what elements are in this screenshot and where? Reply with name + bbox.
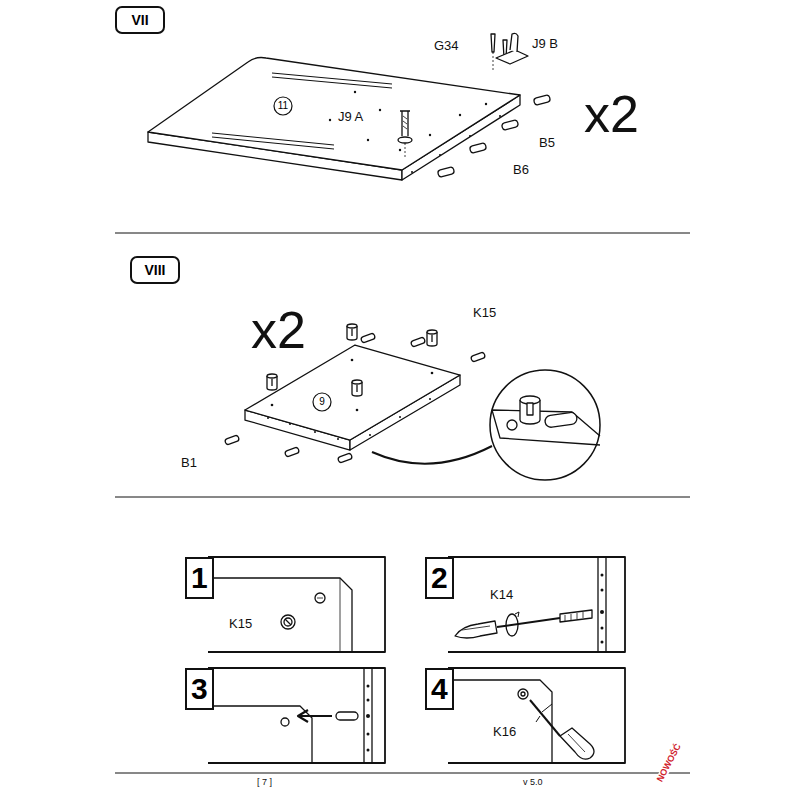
part-code: B5: [538, 136, 556, 149]
j9b-bracket: [496, 33, 528, 64]
step-number: VIII: [144, 263, 165, 277]
step2-illustration: [455, 557, 606, 652]
step4-illustration: [448, 680, 594, 763]
part-code: J9 A: [337, 110, 364, 123]
step-number-box: 2: [425, 557, 454, 599]
part-code: B6: [512, 163, 530, 176]
separator-line: [115, 233, 690, 234]
part-number-circle: 9: [312, 392, 332, 412]
part-code: J9 B: [531, 37, 559, 50]
part-number: 9: [319, 397, 325, 407]
step-number-box: 4: [425, 668, 454, 710]
part-code: K16: [492, 725, 517, 738]
page-number: [ 7 ]: [256, 778, 273, 787]
part-code: K14: [489, 588, 514, 601]
part-code: B1: [180, 456, 198, 469]
step-number: VII: [131, 13, 148, 27]
step-number: 1: [191, 563, 208, 593]
board-9: [245, 345, 460, 450]
dowel: [437, 95, 550, 178]
circle-outline: [274, 97, 292, 115]
separator-line: [115, 773, 690, 774]
part-number-circle: 11: [273, 96, 293, 116]
step-number: 3: [191, 674, 208, 704]
part-number: 11: [278, 101, 288, 111]
quantity: x2: [583, 88, 640, 140]
step1-illustration: [208, 578, 352, 652]
step-heading-box: VII: [115, 6, 165, 34]
separator-line: [115, 497, 690, 498]
new-badge: NOWOŚĆ: [655, 742, 683, 785]
part-code: K15: [228, 617, 253, 630]
j9a-screw: [398, 111, 412, 158]
step-number: 2: [431, 563, 448, 593]
step-panel: [208, 557, 625, 763]
step-number: 4: [431, 674, 448, 704]
step-number-box: 3: [185, 668, 214, 710]
step-number-box: 1: [185, 557, 214, 599]
step-heading-box: VIII: [130, 256, 180, 284]
step3-illustration: [208, 668, 372, 763]
g34-screws: [491, 34, 507, 70]
part-code: G34: [433, 39, 460, 52]
part-code: K15: [472, 306, 497, 319]
circle-outline: [313, 393, 331, 411]
board-11: [148, 58, 520, 181]
zoom-detail: [372, 370, 600, 480]
quantity: x2: [250, 304, 307, 356]
version: v 5.0: [522, 778, 544, 787]
